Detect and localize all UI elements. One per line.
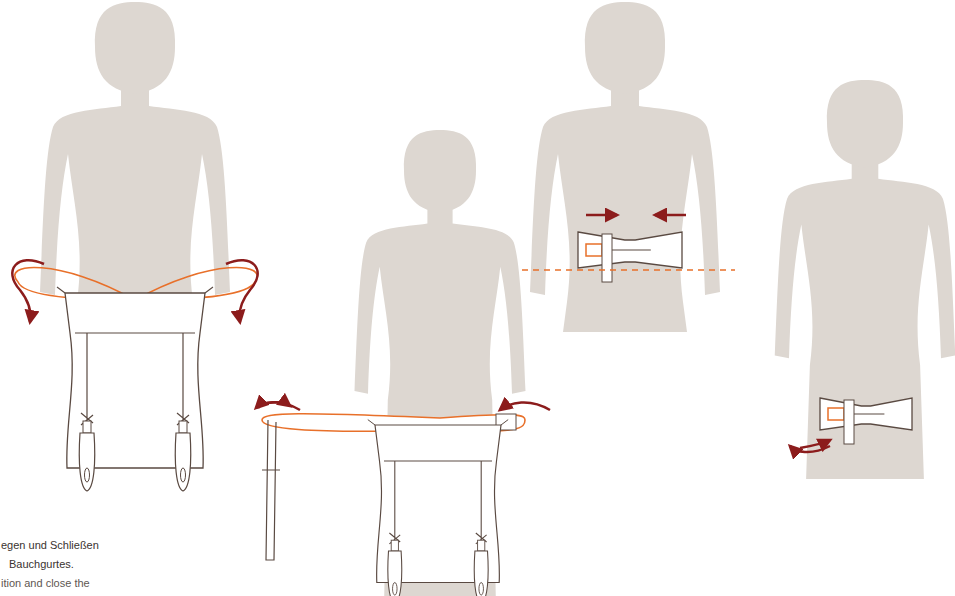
motion-arrow (500, 402, 550, 410)
woman-silhouette (355, 130, 526, 596)
caption-text: ition and close the (0, 576, 91, 590)
strap (262, 420, 280, 560)
caption-text: egen und Schließen (0, 538, 100, 552)
motion-arrow (12, 260, 44, 322)
motion-arrow (258, 402, 290, 408)
harness (57, 287, 213, 491)
woman-silhouette (775, 80, 955, 479)
belly-belt (820, 398, 912, 444)
hip-line (522, 269, 735, 271)
harness (368, 420, 508, 596)
motion-arrow (655, 214, 686, 217)
woman-silhouette (40, 2, 230, 332)
motion-arrow (226, 260, 258, 322)
motion-arrow (586, 214, 617, 217)
motion-arrow (256, 402, 300, 410)
motion-arrow (800, 440, 830, 448)
caption-text: Bauchgurtes. (8, 557, 75, 571)
woman-silhouette (530, 2, 720, 332)
belly-belt (578, 232, 682, 282)
